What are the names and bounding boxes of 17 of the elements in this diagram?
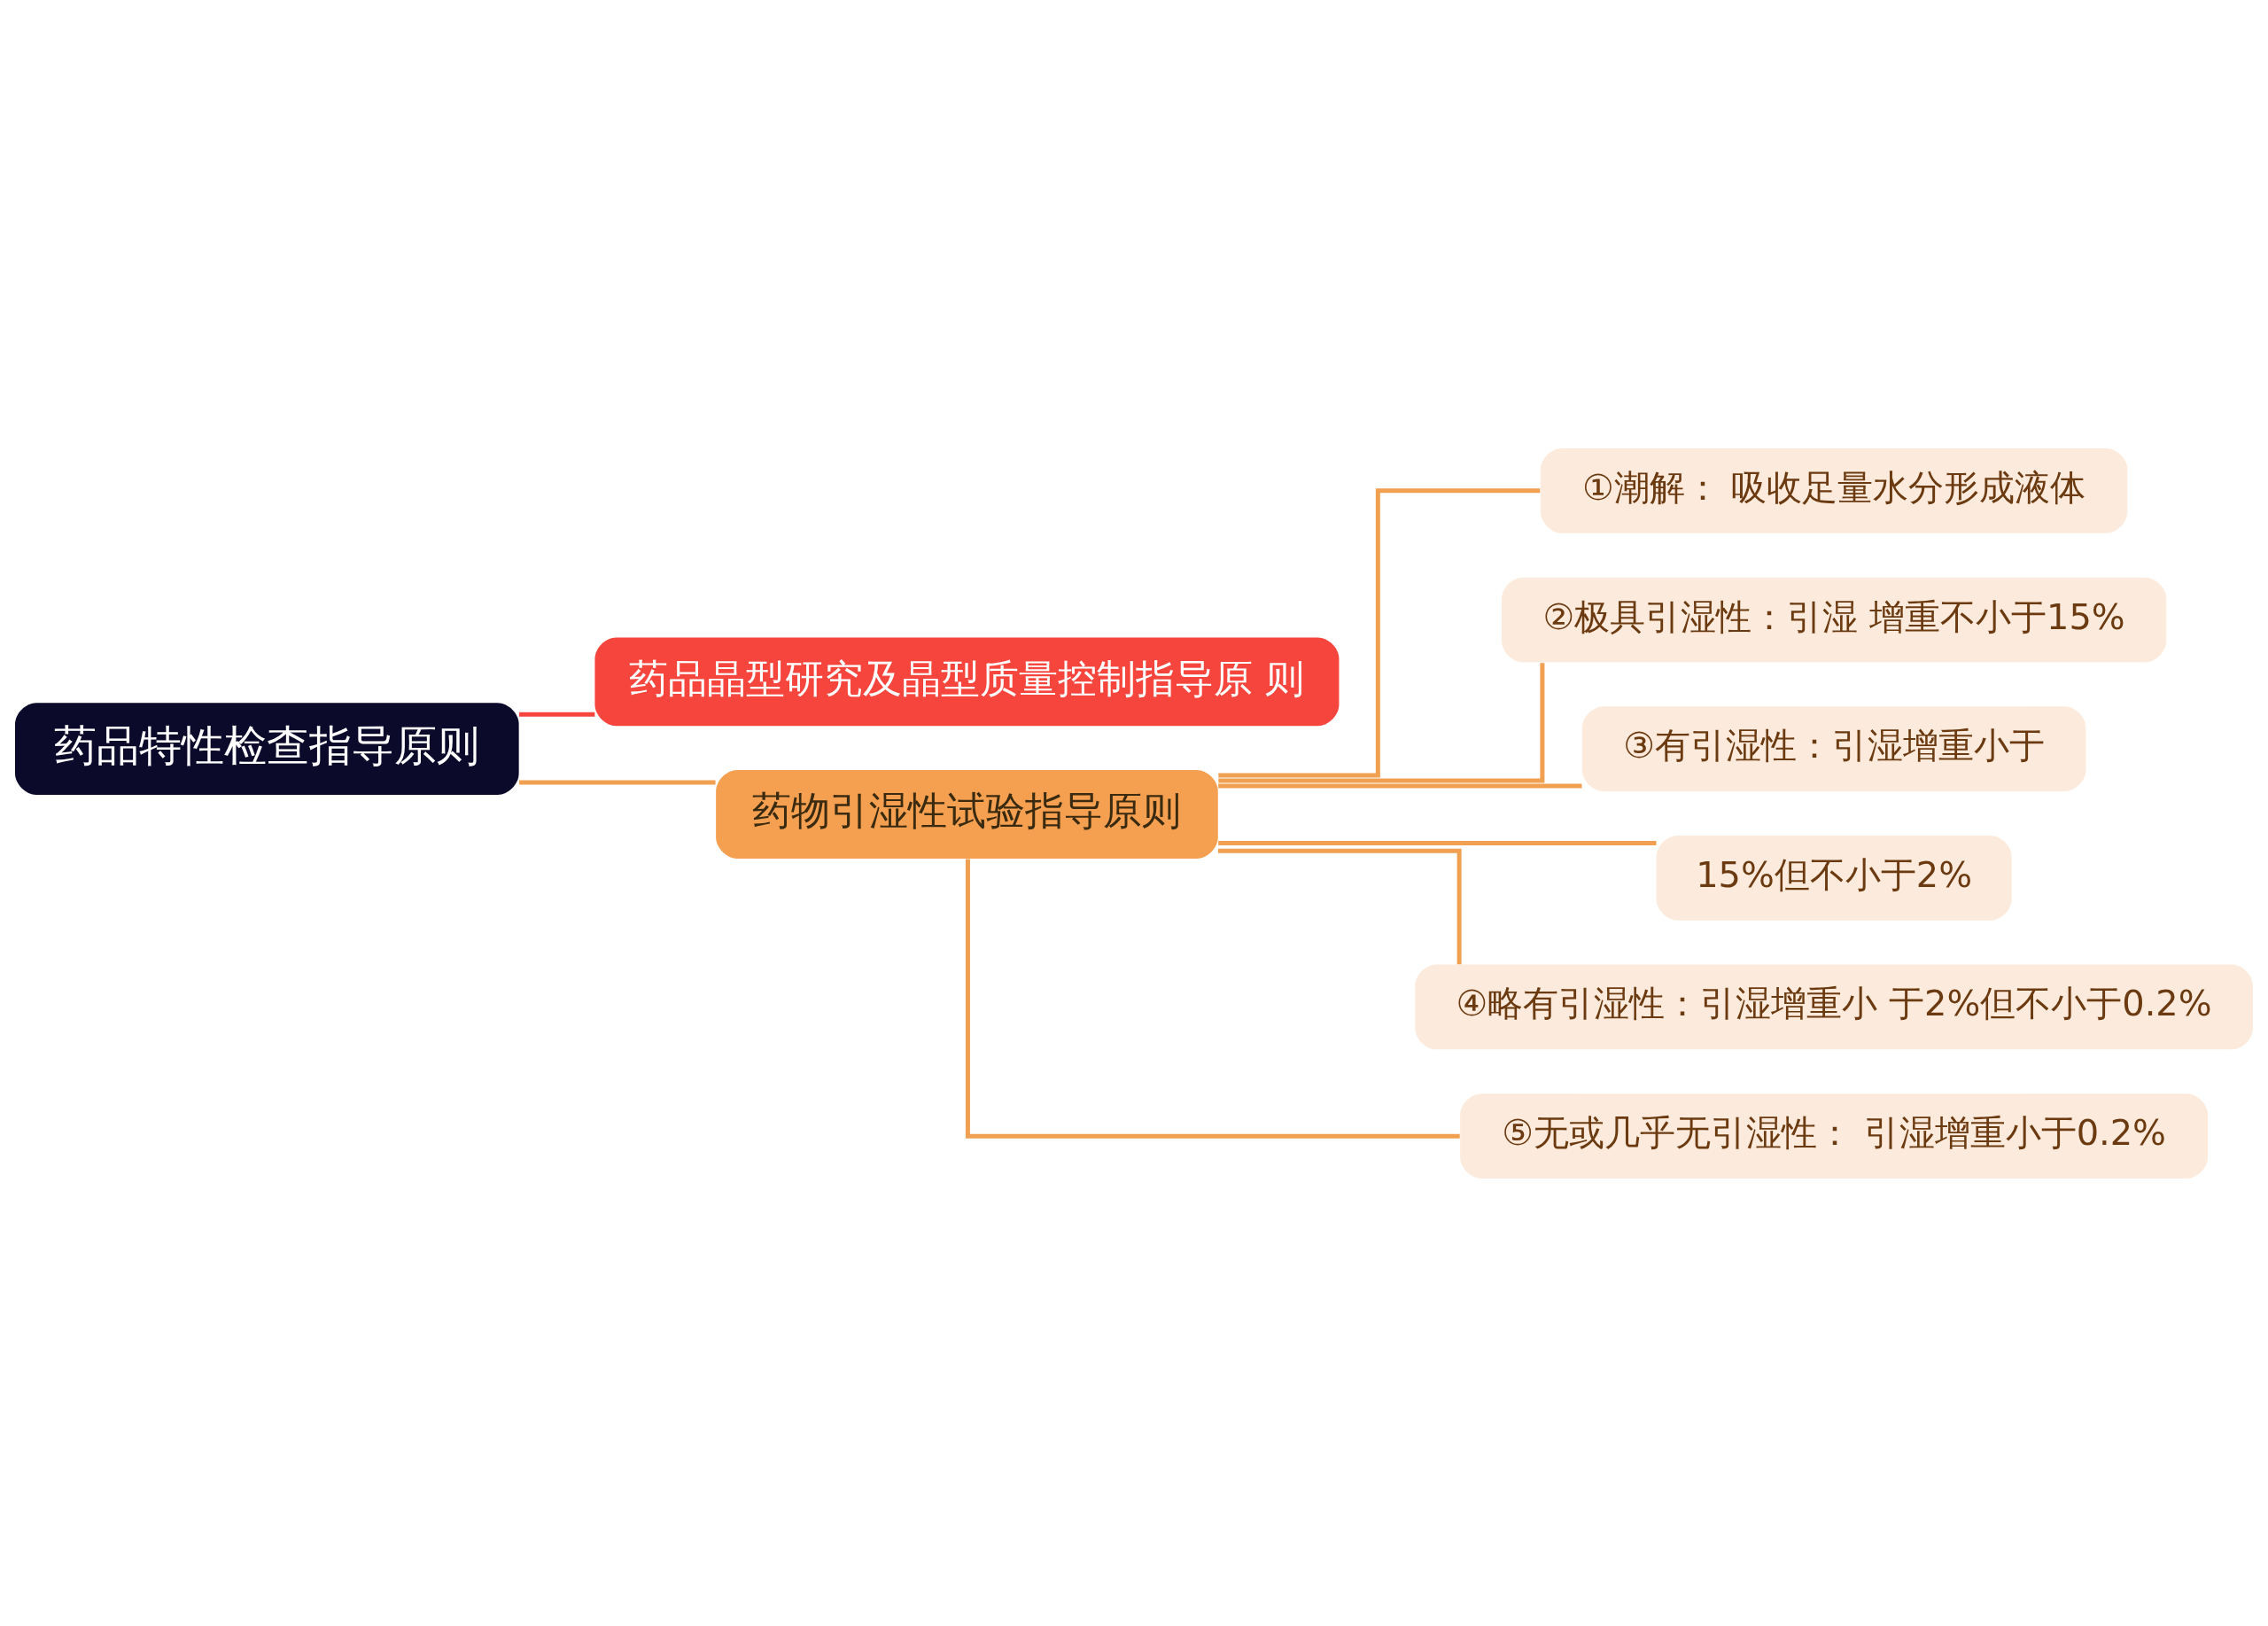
connector (519, 712, 595, 717)
node-box: 药物引湿性试验指导原则 (716, 769, 1218, 859)
node-box: 药品特性检查指导原则 (15, 702, 519, 795)
node-box: ②极具引湿性：引湿 增重不小于15% (1502, 577, 2167, 662)
connector (1218, 848, 1462, 964)
node-box: ⑤无或几乎无引湿性： 引湿增重小于0.2% (1460, 1093, 2209, 1179)
connector (1218, 662, 1545, 783)
node-box: ③有引湿性：引湿增重小于 (1581, 705, 2086, 791)
connector (1218, 840, 1657, 845)
connector (1218, 783, 1582, 789)
node-box: ④略有引湿性：引湿增重小 于2%但不小于0.2% (1415, 964, 2253, 1049)
connector (519, 780, 716, 785)
node-box: 药品晶型研究及晶型质量控制指导原 则 (594, 636, 1340, 726)
node-box: 15%但不小于2% (1656, 835, 2012, 921)
connector (1218, 487, 1541, 778)
node-box: ①潮解： 吸收足量水分形成液体 (1540, 447, 2128, 533)
connector (965, 859, 1460, 1139)
